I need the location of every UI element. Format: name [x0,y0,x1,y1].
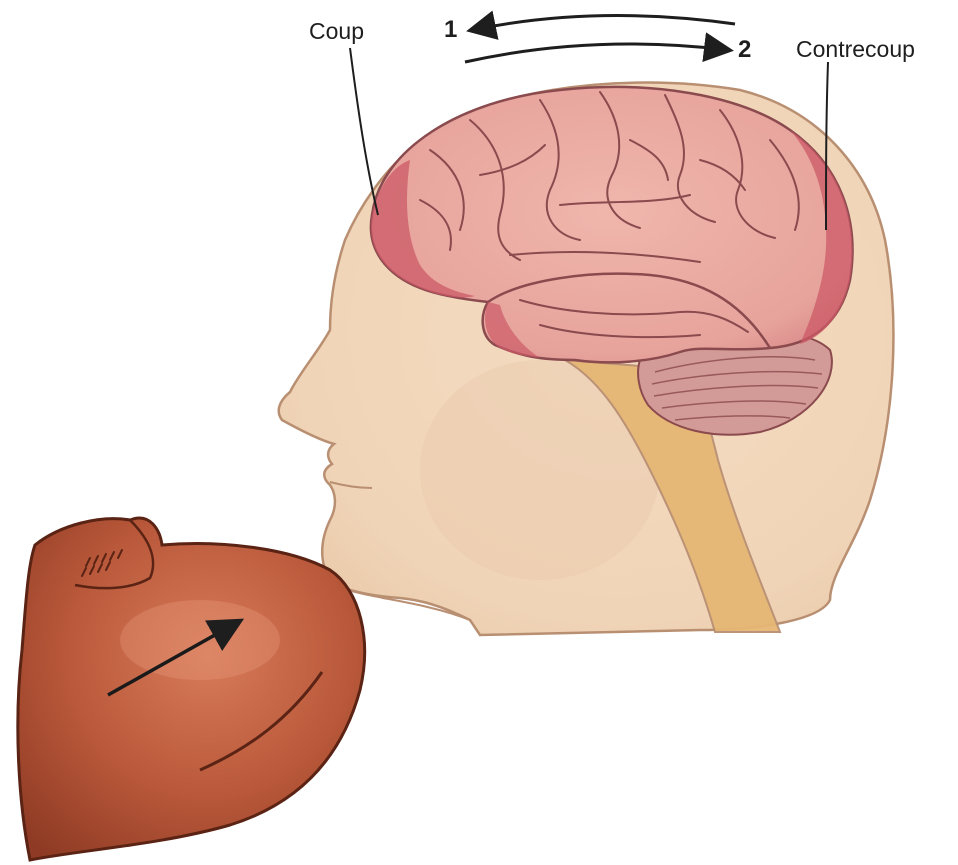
glove-highlight [120,600,280,680]
motion-arrow-back [472,16,735,30]
boxing-glove [18,518,365,860]
motion-step-1-label: 1 [444,18,457,42]
motion-step-2-label: 2 [738,38,751,62]
coup-label: Coup [309,20,364,43]
motion-arrow-forward [465,44,728,62]
contrecoup-label: Contrecoup [796,38,915,61]
